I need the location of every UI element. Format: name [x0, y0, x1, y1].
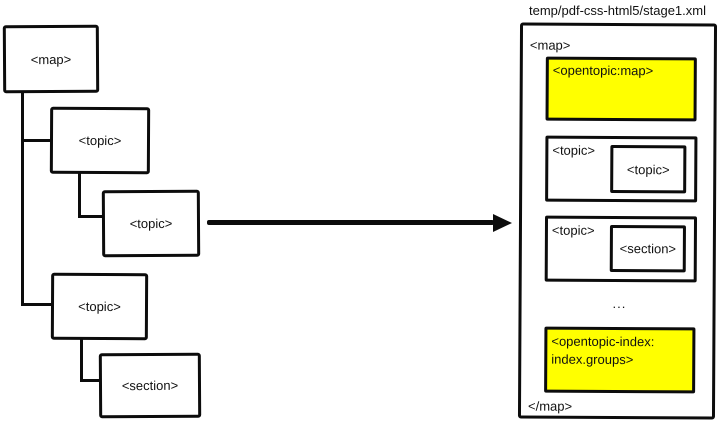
topic-block-2-label: <topic>	[551, 222, 595, 238]
topic-block-1-inner-box: <topic>	[610, 144, 687, 194]
tree-connector-to-section	[80, 379, 100, 382]
tree-node-section: <section>	[98, 352, 202, 419]
tree-connector-to-topic-1	[21, 139, 51, 142]
topic-block-1-label: <topic>	[552, 142, 596, 158]
tree-node-topic-3-label: <topic>	[78, 298, 121, 315]
tree-node-map: <map>	[2, 24, 100, 94]
arrow-head-icon	[493, 213, 512, 232]
tree-node-topic-2-label: <topic>	[129, 215, 173, 232]
tree-node-topic-3: <topic>	[50, 272, 149, 341]
tree-node-topic-1-label: <topic>	[78, 132, 122, 149]
opentopic-map-label: <opentopic:map>	[552, 62, 654, 79]
tree-node-topic-1: <topic>	[49, 106, 151, 175]
stage-file-title: temp/pdf-css-html5/stage1.xml	[528, 3, 706, 18]
topic-block-2-inner-box: <section>	[609, 224, 686, 273]
arrow-shaft	[207, 220, 494, 225]
topic-block-2: <topic> <section>	[544, 215, 698, 283]
opentopic-map-box: <opentopic:map>	[545, 56, 697, 122]
map-open-tag: <map>	[529, 37, 571, 53]
tree-connector-to-topic-3	[21, 303, 52, 306]
topic-block-2-inner-label: <section>	[619, 241, 677, 257]
tree-node-section-label: <section>	[121, 377, 179, 394]
tree-node-topic-2: <topic>	[101, 189, 201, 258]
map-close-tag: </map>	[527, 398, 573, 414]
stage-map-container: <map> <opentopic:map> <topic> <topic> <t…	[517, 22, 718, 420]
topic-block-1: <topic> <topic>	[545, 135, 698, 203]
topic-block-1-inner-label: <topic>	[626, 161, 670, 177]
opentopic-index-label: <opentopic-index: index.groups>	[551, 333, 655, 367]
tree-connector-topic3-drop	[80, 339, 83, 382]
tree-node-map-label: <map>	[30, 51, 72, 67]
opentopic-index-box: <opentopic-index: index.groups>	[544, 326, 696, 394]
tree-connector-topic1-drop	[78, 173, 81, 218]
tree-connector-to-topic-2	[78, 215, 103, 218]
stage-ellipsis: ...	[612, 295, 627, 312]
tree-connector-trunk	[21, 92, 24, 306]
